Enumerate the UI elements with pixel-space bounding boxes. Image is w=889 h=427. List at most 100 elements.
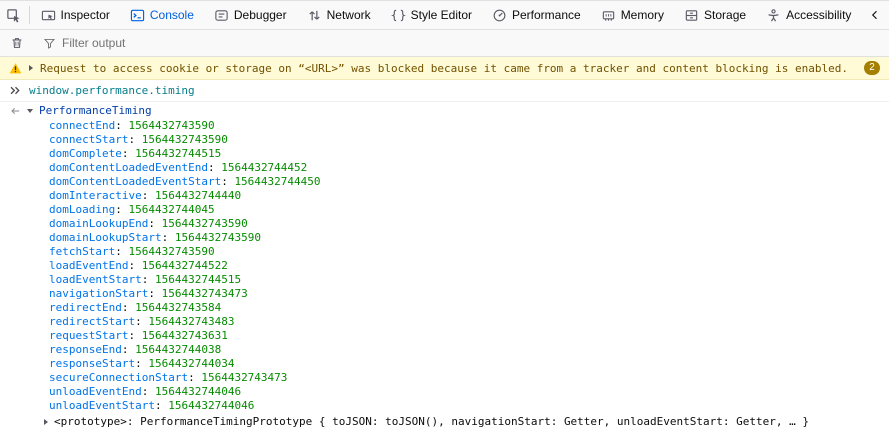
tab-style-editor[interactable]: Style Editor xyxy=(381,1,482,29)
object-property-row: domContentLoadedEventEnd1564432744452 xyxy=(0,161,889,175)
tab-label: Memory xyxy=(620,8,665,22)
property-value: 1564432743483 xyxy=(148,315,235,328)
pick-element-icon xyxy=(6,8,21,23)
object-property-row: domComplete1564432744515 xyxy=(0,147,889,161)
console-warning-row: Request to access cookie or storage on “… xyxy=(0,57,889,80)
tab-label: Inspector xyxy=(60,8,110,22)
property-name: navigationStart xyxy=(49,287,162,300)
person-icon xyxy=(766,8,781,23)
tab-label: Network xyxy=(326,8,371,22)
property-value: 1564432744046 xyxy=(154,385,242,398)
object-property-row: responseStart1564432744034 xyxy=(0,357,889,371)
property-value: 1564432743631 xyxy=(141,329,228,342)
warning-triangle-icon xyxy=(9,62,22,75)
property-name: connectEnd xyxy=(49,119,128,132)
object-property-row: connectEnd1564432743590 xyxy=(0,119,889,133)
property-name: loadEventEnd xyxy=(49,259,142,272)
tab-network[interactable]: Network xyxy=(297,1,381,29)
return-arrow-icon xyxy=(9,105,21,117)
tab-storage[interactable]: Storage xyxy=(674,1,756,29)
property-name: unloadEventStart xyxy=(49,399,168,412)
property-value: 1564432743590 xyxy=(174,231,261,244)
property-value: 1564432744452 xyxy=(221,161,308,174)
prototype-text: <prototype>: PerformanceTimingPrototype … xyxy=(54,415,809,427)
property-value: 1564432743590 xyxy=(141,133,228,146)
property-name: responseEnd xyxy=(49,343,135,356)
property-value: 1564432744522 xyxy=(141,259,228,272)
object-property-row: secureConnectionStart1564432743473 xyxy=(0,371,889,385)
gauge-icon xyxy=(492,8,507,23)
tab-accessibility[interactable]: Accessibility xyxy=(756,1,861,29)
property-name: domComplete xyxy=(49,147,135,160)
property-name: redirectEnd xyxy=(49,301,135,314)
object-property-row: responseEnd1564432744038 xyxy=(0,343,889,357)
collapse-object-twisty[interactable] xyxy=(27,108,33,113)
object-property-row: redirectStart1564432743483 xyxy=(0,315,889,329)
tab-label: Performance xyxy=(511,8,581,22)
property-value: 1564432744450 xyxy=(234,175,321,188)
object-property-row: requestStart1564432743631 xyxy=(0,329,889,343)
property-name: loadEventStart xyxy=(49,273,155,286)
object-property-row: loadEventEnd1564432744522 xyxy=(0,259,889,273)
tab-label: Accessibility xyxy=(786,8,852,22)
property-name: domContentLoadedEventStart xyxy=(49,175,234,188)
object-property-row: loadEventStart1564432744515 xyxy=(0,273,889,287)
property-value: 1564432744515 xyxy=(135,147,222,160)
property-name: domContentLoadedEventEnd xyxy=(49,161,221,174)
prototype-label: <prototype>: xyxy=(54,415,141,427)
tab-inspector[interactable]: Inspector xyxy=(31,1,120,29)
network-arrows-icon xyxy=(307,8,322,23)
property-value: 1564432743590 xyxy=(161,217,248,230)
evaluation-result-row: PerformanceTiming xyxy=(0,102,889,119)
property-value: 1564432743473 xyxy=(161,287,248,300)
braces-icon xyxy=(390,8,406,23)
chevron-left-icon xyxy=(869,9,881,21)
console-output: Request to access cookie or storage on “… xyxy=(0,57,889,427)
storage-drawer-icon xyxy=(684,8,699,23)
object-class-name[interactable]: PerformanceTiming xyxy=(39,104,152,117)
property-name: requestStart xyxy=(49,329,142,342)
object-property-row: connectStart1564432743590 xyxy=(0,133,889,147)
prototype-preview: PerformanceTimingPrototype { toJSON: toJ… xyxy=(140,415,809,427)
object-property-row: domContentLoadedEventStart1564432744450 xyxy=(0,175,889,189)
property-name: secureConnectionStart xyxy=(49,371,201,384)
tab-console[interactable]: Console xyxy=(120,1,204,29)
tab-label: Storage xyxy=(704,8,747,22)
property-value: 1564432744034 xyxy=(148,357,235,370)
filter-output-box[interactable] xyxy=(35,36,887,50)
object-property-row: unloadEventEnd1564432744046 xyxy=(0,385,889,399)
prototype-row: <prototype>: PerformanceTimingPrototype … xyxy=(0,413,889,427)
property-name: domInteractive xyxy=(49,189,155,202)
tab-label: Console xyxy=(149,8,194,22)
object-property-row: domInteractive1564432744440 xyxy=(0,189,889,203)
filter-funnel-icon xyxy=(43,37,56,50)
object-property-row: unloadEventStart1564432744046 xyxy=(0,399,889,413)
console-toolbar xyxy=(0,30,889,57)
property-name: redirectStart xyxy=(49,315,148,328)
property-value: 1564432743590 xyxy=(128,245,215,258)
clear-console-button[interactable] xyxy=(2,36,32,50)
filter-output-input[interactable] xyxy=(62,36,887,50)
property-name: domainLookupStart xyxy=(49,231,175,244)
tab-debugger[interactable]: Debugger xyxy=(204,1,297,29)
pick-element-button[interactable] xyxy=(0,1,28,29)
trash-icon xyxy=(10,36,24,50)
expand-warning-twisty[interactable] xyxy=(29,65,33,71)
expand-prototype-twisty[interactable] xyxy=(44,418,48,425)
tab-performance[interactable]: Performance xyxy=(482,1,591,29)
tab-memory[interactable]: Memory xyxy=(591,1,674,29)
object-property-row: domainLookupEnd1564432743590 xyxy=(0,217,889,231)
more-tabs-button[interactable] xyxy=(861,1,889,29)
object-property-row: navigationStart1564432743473 xyxy=(0,287,889,301)
property-value: 1564432743584 xyxy=(135,301,222,314)
property-value: 1564432744440 xyxy=(154,189,242,202)
property-name: domainLookupEnd xyxy=(49,217,162,230)
property-name: responseStart xyxy=(49,357,148,370)
tab-label: Style Editor xyxy=(410,8,472,22)
warning-message: Request to access cookie or storage on “… xyxy=(40,61,848,75)
property-value: 1564432743473 xyxy=(201,371,288,384)
property-name: domLoading xyxy=(49,203,128,216)
console-icon xyxy=(130,8,145,23)
property-value: 1564432744515 xyxy=(154,273,242,286)
memory-chip-icon xyxy=(601,8,616,23)
